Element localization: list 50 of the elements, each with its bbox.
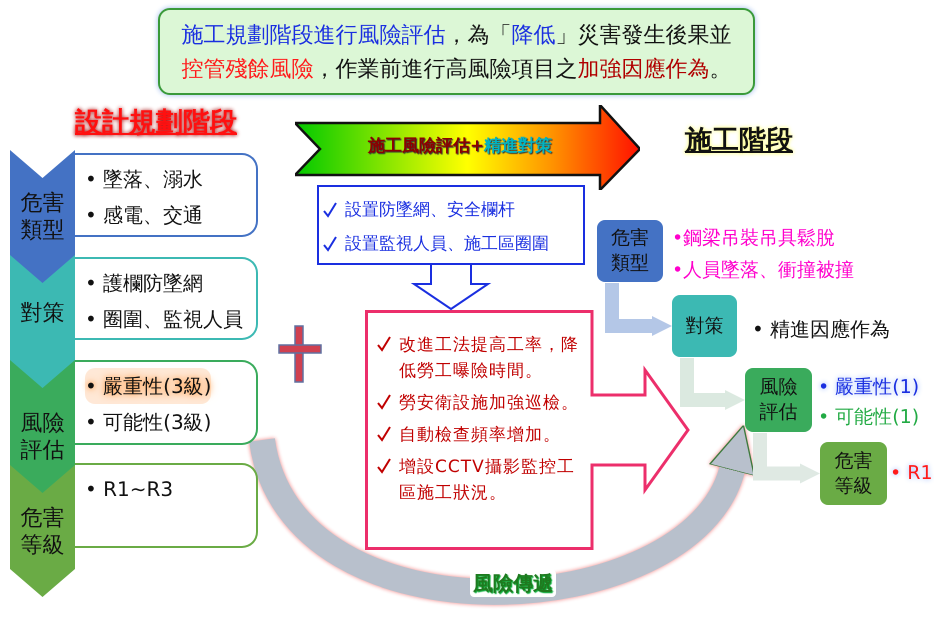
hollow-arrow (410, 264, 492, 310)
bullet-item: • 精進因應作為 (752, 316, 890, 343)
check-item: 自動檢查頻率增加。 (377, 422, 591, 448)
banner-box (158, 8, 755, 95)
content-box (75, 257, 258, 340)
step-box: 風險評估 (745, 368, 812, 432)
stage-heading: 設計規劃階段 (75, 106, 237, 140)
content-box (75, 360, 258, 445)
bullet-item: • 墜落、溺水 (85, 166, 204, 193)
chevron-label: 危害類型 (20, 190, 66, 244)
arrow-label: 施工風險評估+ (368, 136, 484, 156)
chevron-label: 對策 (20, 300, 66, 327)
content-box (75, 463, 258, 548)
bullet-item: • 圈圍、監視人員 (85, 306, 244, 333)
banner-text: 加強因應作為 (578, 57, 710, 82)
bullet-item: •鋼梁吊裝吊具鬆脫 (672, 226, 836, 251)
block-arrow (605, 283, 672, 336)
text-box (317, 185, 585, 265)
block-arrow (250, 428, 754, 605)
bullet-item: •人員墜落、衝撞被撞 (672, 258, 854, 283)
arrow-label: 精進對策 (484, 136, 552, 156)
check-item: 勞安衛設施加強巡檢。 (377, 390, 591, 416)
banner-text: 。 (710, 57, 732, 82)
check-item: 設置監視人員、施工區圈圍 (323, 227, 583, 261)
bullet-item: • 嚴重性(1) (818, 375, 920, 400)
stage-heading: 施工階段 (685, 124, 793, 158)
banner-text: 」災害發生後果並 (556, 23, 732, 48)
bullet-item: • 感電、交通 (85, 202, 204, 229)
bullet-item: • 可能性(3級) (85, 409, 212, 436)
check-item: 增設CCTV攝影監控工區施工狀況。 (377, 454, 591, 506)
banner-text: 降低 (512, 23, 556, 48)
block-arrow (680, 358, 745, 410)
check-item: 改進工法提高工率，降低勞工曝險時間。 (377, 332, 591, 384)
banner-text: ，為「 (446, 23, 512, 48)
banner-text: ，作業前進行高風險項目之 (314, 57, 578, 82)
banner-text: 控管殘餘風險 (182, 57, 314, 82)
bullet-item: • R1~R3 (85, 476, 174, 503)
chevron-label: 風險評估 (20, 410, 66, 464)
banner-text: 施工規劃階段進行風險評估 (182, 23, 446, 48)
bullet-item: • 可能性(1) (818, 405, 920, 430)
chevron-label: 危害等級 (20, 505, 66, 559)
bullet-item: • 護欄防墜網 (85, 270, 204, 297)
step-box: 對策 (672, 295, 737, 357)
bullet-item: • R1 (890, 461, 933, 486)
content-box (75, 153, 258, 237)
check-item: 設置防墜網、安全欄杆 (323, 193, 583, 227)
block-arrow (753, 433, 820, 484)
edge-label: 風險傳遞 (470, 570, 556, 597)
step-box: 危害類型 (597, 220, 663, 282)
step-box: 危害等級 (820, 442, 887, 505)
